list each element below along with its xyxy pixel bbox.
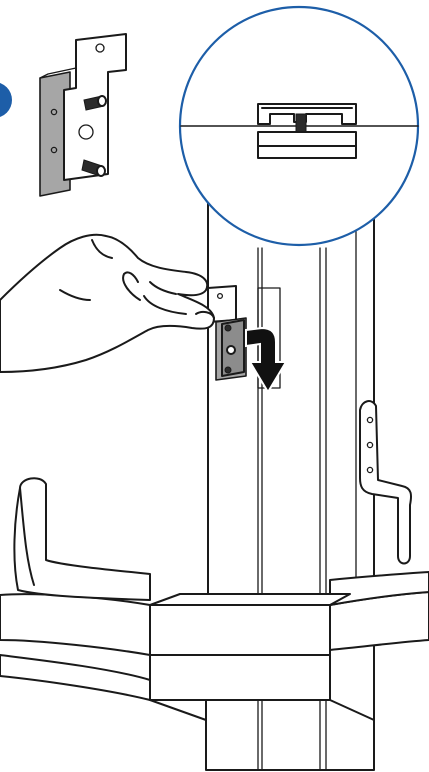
step-badge: [0, 83, 12, 117]
screw-bottom: [81, 159, 106, 177]
down-arrow: [245, 326, 288, 394]
stand-base: [0, 477, 429, 721]
hand-holding-bracket: [0, 233, 247, 381]
mounting-bracket-detail: [0, 33, 127, 197]
side-hook-bracket: [359, 400, 412, 565]
screw-top: [83, 95, 107, 111]
zoom-detail-circle: [178, 5, 420, 247]
